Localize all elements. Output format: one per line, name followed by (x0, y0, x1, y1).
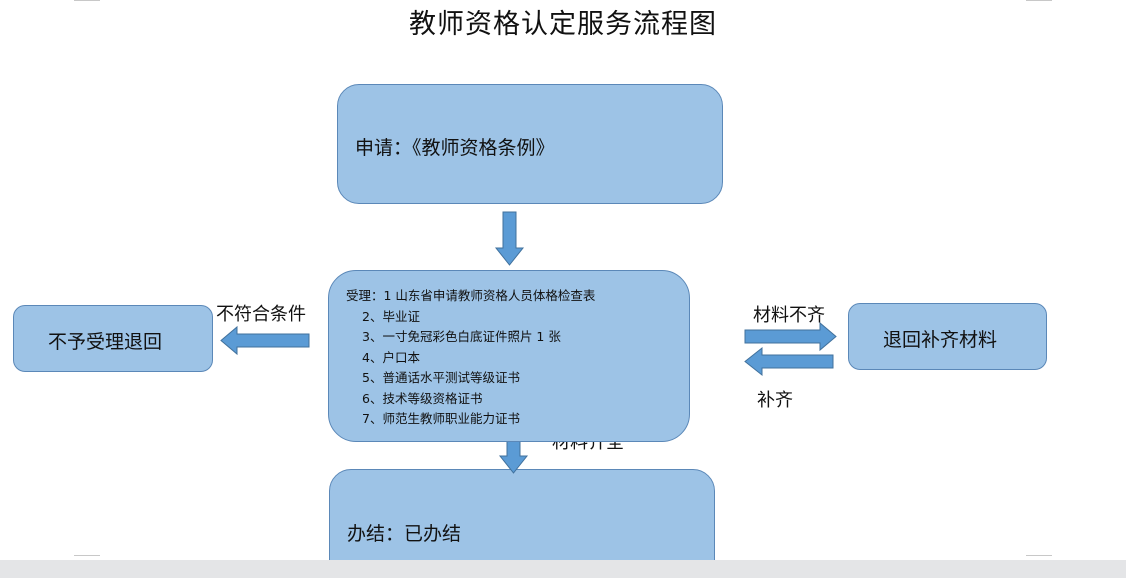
accept-box: 受理：1 山东省申请教师资格人员体格检查表 2、毕业证 3、一寸免冠彩色白底证件… (328, 270, 690, 442)
return-box: 退回补齐材料 (848, 303, 1047, 370)
requirement-item: 4、户口本 (362, 349, 420, 365)
page-corner-mark (1026, 0, 1052, 1)
page-corner-mark (1026, 555, 1052, 556)
edge-label-supplement: 补齐 (757, 390, 793, 411)
finish-box-label: 办结：已办结 (347, 523, 462, 545)
reject-box: 不予受理退回 (13, 305, 213, 372)
edge-label-materials-incomplete: 材料不齐 (753, 305, 825, 326)
reject-box-label: 不予受理退回 (48, 331, 163, 353)
requirement-item: 2、毕业证 (362, 308, 420, 324)
requirement-item: 5、普通话水平测试等级证书 (362, 370, 520, 385)
diagram-title: 教师资格认定服务流程图 (409, 9, 717, 40)
arrow-left-supplement (744, 346, 834, 377)
flow-arrows (220, 211, 837, 377)
page-corner-mark (74, 0, 100, 1)
requirement-item: 6、技术等级资格证书 (362, 390, 483, 406)
edge-label-not-qualified: 不符合条件 (216, 304, 306, 325)
requirement-item: 受理：1 山东省申请教师资格人员体格检查表 (346, 288, 596, 303)
apply-box: 申请：《教师资格条例》 (337, 84, 723, 204)
arrow-down-apply-to-accept (494, 211, 525, 266)
requirement-item: 3、一寸免冠彩色白底证件照片 1 张 (362, 329, 561, 344)
document-page: 教师资格认定服务流程图 材料齐全 申请：《教师资格条例》 不予受理退回 退回补齐… (0, 0, 1126, 560)
arrow-right-to-return (744, 321, 837, 352)
return-box-label: 退回补齐材料 (883, 329, 998, 351)
requirement-item: 7、师范生教师职业能力证书 (362, 411, 520, 426)
page-corner-mark (74, 555, 100, 556)
window-bottom-bar (0, 560, 1126, 578)
requirements-list: 受理：1 山东省申请教师资格人员体格检查表 2、毕业证 3、一寸免冠彩色白底证件… (346, 286, 595, 430)
finish-box: 办结：已办结 (329, 469, 715, 560)
arrow-left-accept-to-reject (220, 325, 310, 356)
apply-box-label: 申请：《教师资格条例》 (355, 137, 555, 159)
